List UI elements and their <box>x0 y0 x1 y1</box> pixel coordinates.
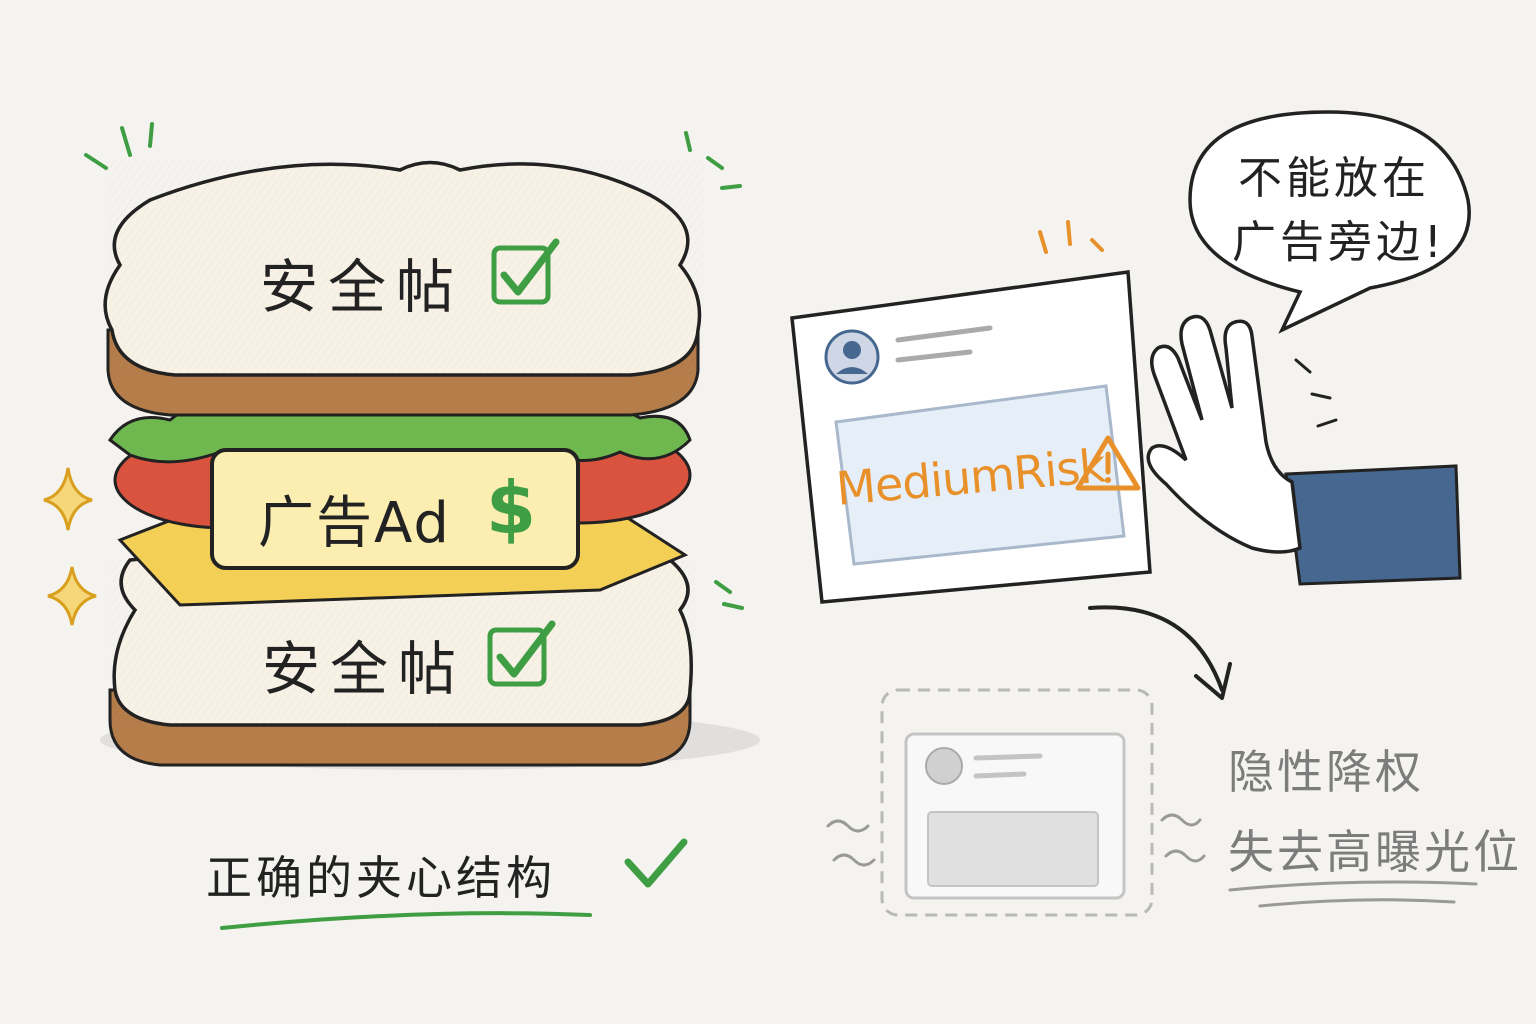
outcome-line2: 失去高曝光位 <box>1228 825 1522 879</box>
top-bread <box>103 160 703 417</box>
outcome-line1: 隐性降权 <box>1228 745 1424 799</box>
arrow-icon <box>1088 605 1232 700</box>
stop-hand-icon <box>1146 314 1462 586</box>
ad-box <box>210 448 580 570</box>
sparkle-icon <box>43 467 93 531</box>
check-icon <box>624 838 688 888</box>
alert-strokes <box>1038 220 1104 254</box>
speech-bubble-line2: 广告旁边! <box>1232 217 1446 268</box>
speech-bubble <box>1188 110 1471 334</box>
bottom-bread-label: 安全帖 <box>262 635 467 703</box>
caption-underline <box>220 911 592 930</box>
motion-strokes <box>1294 358 1338 428</box>
ad-label: 广告Ad <box>258 491 451 556</box>
checkbox-check-icon <box>487 620 556 687</box>
sandwich-caption: 正确的夹心结构 <box>206 851 556 905</box>
checkbox-check-icon <box>491 238 560 305</box>
post-card <box>790 270 1152 604</box>
accent-strokes <box>84 122 744 610</box>
fade-wave-strokes <box>826 813 1206 867</box>
dollar-icon: $ <box>486 466 537 550</box>
sparkle-icon <box>47 566 97 626</box>
outcome-underline <box>1228 880 1478 908</box>
warning-icon <box>1075 435 1141 491</box>
top-bread-label: 安全帖 <box>260 253 465 321</box>
speech-bubble-line1: 不能放在 <box>1238 153 1430 204</box>
faded-post-card <box>880 688 1154 917</box>
